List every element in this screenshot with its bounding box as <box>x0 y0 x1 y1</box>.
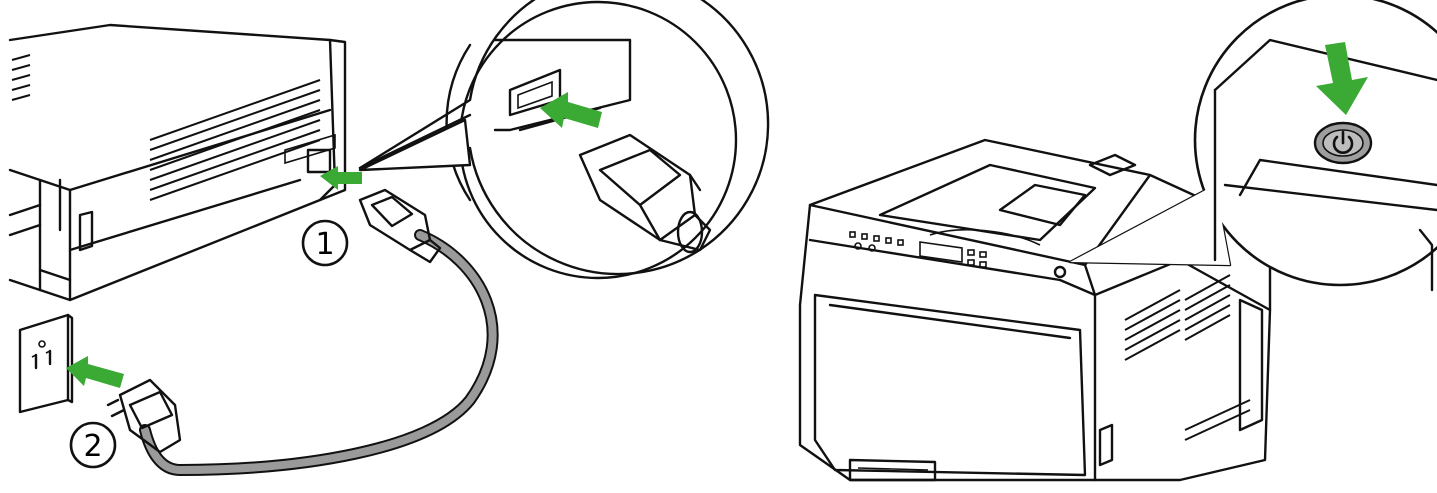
power-cord <box>108 190 493 470</box>
printer-rear-view <box>10 25 345 300</box>
wall-outlet <box>20 315 72 412</box>
side-vent-left <box>12 55 30 100</box>
side-vent-right <box>1125 275 1250 440</box>
power-button-zoom-callout <box>1070 0 1437 290</box>
step-2-marker: 2 <box>71 423 115 467</box>
arrow-into-printer-inlet <box>320 166 362 190</box>
power-button-small <box>1055 267 1065 277</box>
power-button <box>1315 123 1371 163</box>
step-2-label: 2 <box>83 429 102 464</box>
step-1-label: 1 <box>315 227 334 262</box>
step-1-marker: 1 <box>303 221 347 265</box>
zoomed-plug <box>580 135 710 252</box>
printer-front-view <box>800 140 1270 480</box>
arrow-into-wall-outlet <box>66 356 124 388</box>
